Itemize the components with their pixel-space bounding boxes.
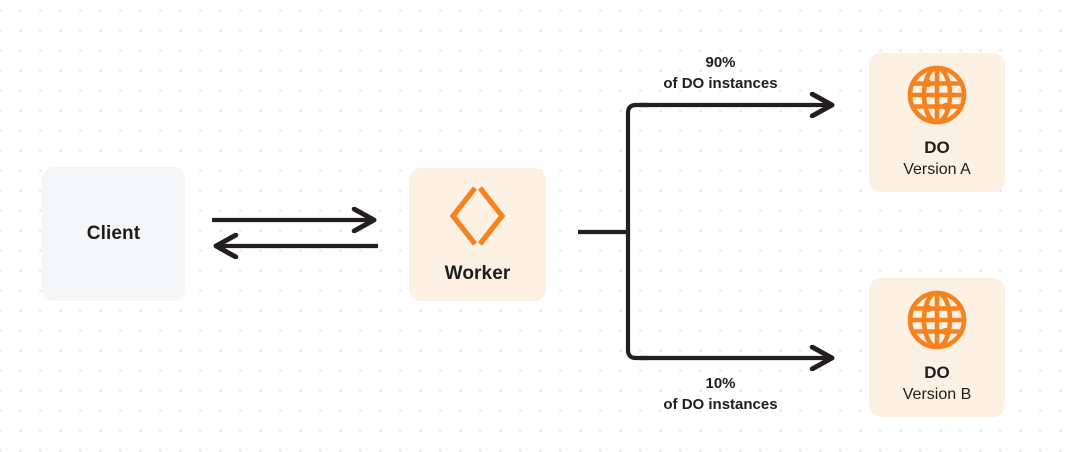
cloudflare-workers-icon <box>447 183 509 249</box>
edge-branch-bus <box>625 102 648 232</box>
edge-branch-bus-lower <box>625 232 648 361</box>
durable-object-globe-icon <box>906 289 968 351</box>
edge-label-do-a-percent: 90% <box>705 54 736 71</box>
node-do-b-label: DO <box>924 363 950 382</box>
node-worker: Worker <box>409 168 546 301</box>
node-do-b-version: Version B <box>902 386 972 404</box>
edge-label-do-b-detail: of DO instances <box>663 396 778 414</box>
edge-label-do-b: 10% of DO instances <box>613 373 828 416</box>
edge-label-do-a: 90% of DO instances <box>613 52 828 95</box>
node-client-label: Client <box>86 222 141 244</box>
edge-label-do-a-detail: of DO instances <box>663 75 778 93</box>
node-do-a-version: Version A <box>903 161 971 179</box>
node-do-a-label: DO <box>924 138 950 157</box>
node-worker-label: Worker <box>444 263 511 285</box>
node-client: Client <box>42 167 185 301</box>
edge-label-do-b-percent: 10% <box>705 375 736 392</box>
node-do-version-a: DO Version A <box>869 53 1005 192</box>
durable-object-globe-icon <box>906 64 968 126</box>
node-do-version-b: DO Version B <box>869 278 1005 417</box>
